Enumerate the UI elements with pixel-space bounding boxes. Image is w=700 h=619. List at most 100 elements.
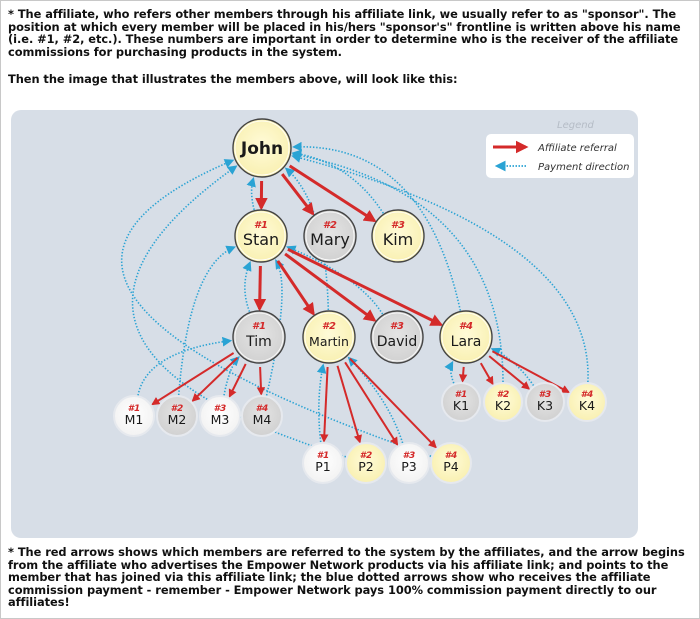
member-node-m2: M2#2 [156, 395, 198, 437]
payment-arrow [291, 149, 384, 214]
member-circle [525, 382, 565, 422]
referral-arrow [287, 247, 444, 326]
member-circle [370, 310, 424, 364]
payment-arrow [347, 356, 404, 444]
frontline-position: #1 [254, 220, 268, 231]
member-circle [232, 310, 286, 364]
legend-title: Legend [557, 120, 595, 131]
member-name: Stan [243, 230, 279, 249]
member-name: K4 [579, 398, 595, 413]
frontline-position: #3 [390, 321, 404, 332]
member-node-k1: K1#1 [441, 382, 481, 422]
member-node-p1: P1#1 [302, 442, 344, 484]
frontline-position: #1 [317, 451, 330, 461]
member-name: Martin [309, 334, 349, 349]
member-name: M1 [125, 412, 144, 427]
member-node-p2: P2#2 [345, 442, 387, 484]
member-circle [303, 209, 357, 263]
frontline-position: #3 [403, 451, 416, 461]
referral-arrows [151, 164, 570, 449]
frontline-position: #1 [252, 321, 266, 332]
referral-arrow [256, 366, 266, 396]
member-node-m1: M1#1 [113, 395, 155, 437]
frontline-position: #2 [171, 404, 184, 414]
member-nodes: JohnStan#1Mary#2Kim#3Tim#1Martin#2David#… [113, 118, 607, 484]
member-circle [567, 382, 607, 422]
payment-arrow [177, 245, 236, 396]
legend-payment-label: Payment direction [538, 162, 629, 173]
referral-arrow [320, 366, 329, 443]
member-name: M2 [168, 412, 187, 427]
member-node-tim: Tim #1 [232, 310, 286, 364]
member-circle [388, 442, 430, 484]
member-node-david: David#3 [370, 310, 424, 364]
referral-arrow [228, 363, 247, 398]
referral-arrow [191, 357, 239, 402]
payment-arrow [242, 261, 252, 312]
member-circle [232, 118, 292, 178]
legend-referral-label: Affiliate referral [537, 143, 617, 154]
referral-arrow [336, 365, 362, 444]
member-node-m4: M4#4 [241, 395, 283, 437]
member-name: P2 [358, 459, 374, 474]
referral-arrow [479, 362, 494, 386]
member-name: Mary [310, 230, 350, 249]
member-circle [345, 442, 387, 484]
referral-arrow [349, 357, 437, 449]
payment-arrow [444, 360, 455, 384]
payment-arrow [265, 259, 285, 396]
payment-arrow [137, 336, 233, 396]
member-circle [302, 442, 344, 484]
member-node-k2: K2#2 [483, 382, 523, 422]
member-name: P1 [315, 459, 331, 474]
member-name: P3 [401, 459, 417, 474]
member-name: K1 [453, 398, 469, 413]
member-node-m3: M3#3 [199, 395, 241, 437]
member-node-p3: P3#3 [388, 442, 430, 484]
member-circle [430, 442, 472, 484]
payment-arrow [291, 153, 589, 383]
member-circle [234, 209, 288, 263]
member-name: Tim [245, 334, 272, 350]
referral-arrow [488, 355, 531, 390]
referral-arrow [344, 361, 399, 446]
member-node-k4: K4#4 [567, 382, 607, 422]
member-name: M4 [253, 412, 272, 427]
member-node-stan: Stan#1 [234, 209, 288, 263]
member-name: K3 [537, 398, 553, 413]
lead-in-paragraph: Then the image that illustrates the memb… [8, 72, 458, 86]
member-circle [371, 209, 425, 263]
referral-arrow [151, 352, 235, 406]
member-circle [302, 310, 356, 364]
member-circle [483, 382, 523, 422]
referral-arrow [284, 252, 377, 322]
member-circle [439, 310, 493, 364]
member-node-k3: K3#3 [525, 382, 565, 422]
member-name: John [240, 139, 283, 159]
frontline-position: #4 [256, 404, 269, 414]
frontline-position: #4 [581, 390, 594, 400]
member-circle [199, 395, 241, 437]
member-name: M3 [211, 412, 230, 427]
frontline-position: #2 [323, 220, 337, 231]
frontline-position: #1 [128, 404, 141, 414]
member-name: Kim [383, 230, 414, 249]
member-name: P4 [443, 459, 459, 474]
member-node-kim: Kim#3 [371, 209, 425, 263]
payment-arrow [291, 150, 504, 383]
frontline-position: #3 [539, 390, 552, 400]
referral-arrow [458, 366, 468, 383]
frontline-position: #3 [214, 404, 227, 414]
footnote-paragraph: * The red arrows shows which members are… [8, 545, 685, 610]
frontline-position: #3 [391, 220, 405, 231]
member-node-martin: Martin #2 [302, 310, 356, 364]
referral-arrow [288, 164, 377, 223]
referral-arrow [276, 260, 315, 316]
member-circle [156, 395, 198, 437]
payment-arrow [246, 176, 256, 211]
frontline-position: #2 [322, 321, 336, 332]
member-name: Lara [451, 334, 482, 350]
frontline-position: #2 [497, 390, 510, 400]
member-node-p4: P4#4 [430, 442, 472, 484]
